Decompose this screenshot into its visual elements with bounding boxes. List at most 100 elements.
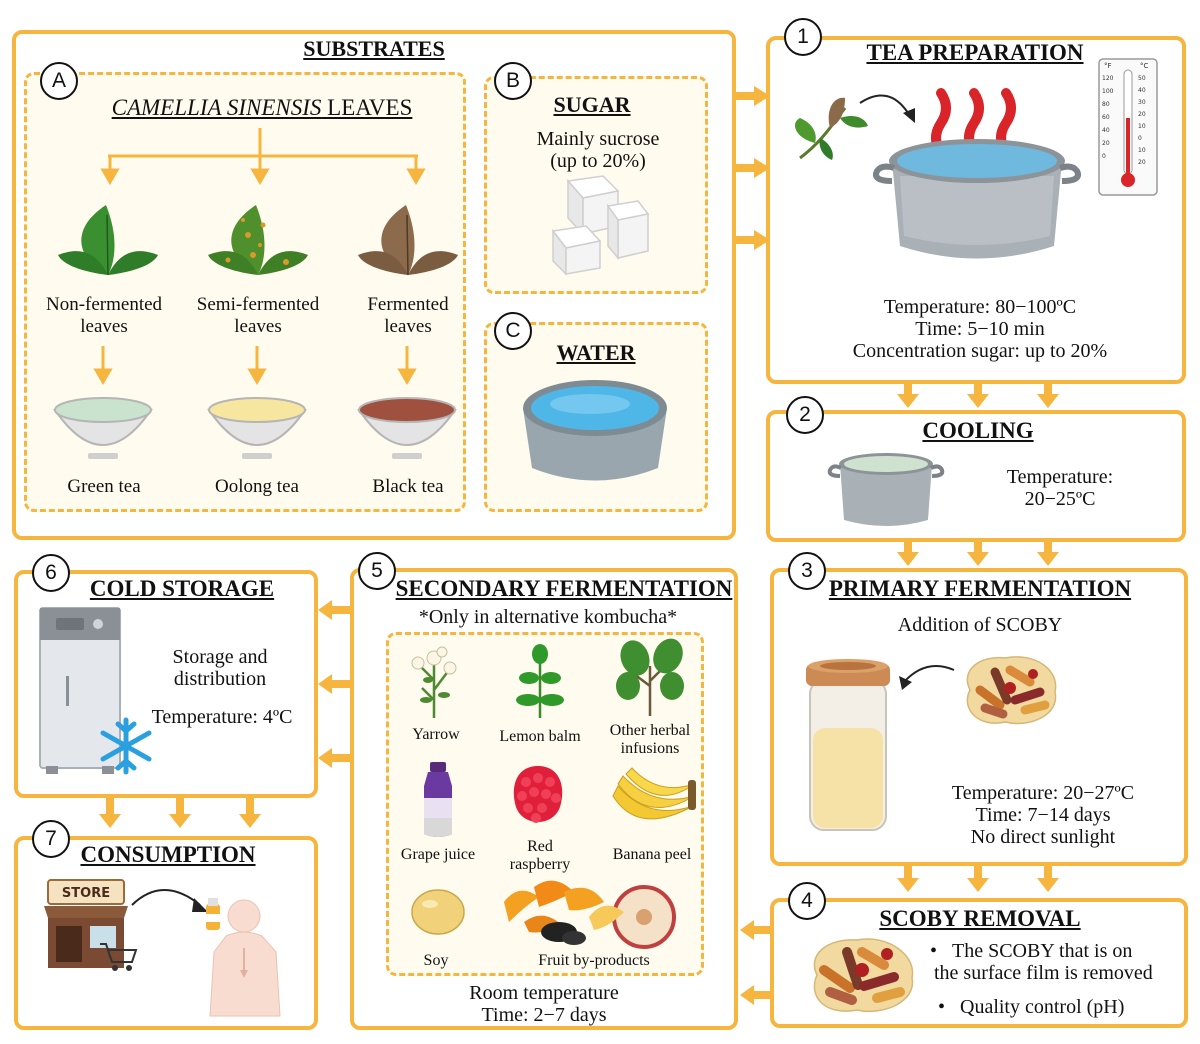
semi-fermented-leaves-icon xyxy=(208,205,308,275)
badge-4: 4 xyxy=(788,882,826,920)
tea-label-green: Green tea xyxy=(67,476,141,497)
storage-to-consumption-arrows xyxy=(99,798,261,828)
thermo-c-tick: 50 xyxy=(1138,75,1146,82)
cooling-info: Temperature:20−25ºC xyxy=(1006,466,1114,510)
camellia-title-rest: LEAVES xyxy=(321,95,413,120)
thermo-c-tick: 10 xyxy=(1138,147,1146,154)
refrigerator-icon xyxy=(39,607,121,774)
store-icon: STORE xyxy=(44,879,138,971)
prep-to-cooling-arrows xyxy=(897,384,1059,408)
item-label-grape-juice: Grape juice xyxy=(400,846,476,863)
thermo-f-tick: 0 xyxy=(1102,153,1106,160)
person-drinking-icon xyxy=(206,898,281,1017)
scoby-arrow-icon xyxy=(899,665,955,690)
thermo-c-tick: 20 xyxy=(1138,111,1146,118)
thermo-f-tick: 120 xyxy=(1102,75,1114,82)
item-label-lemon-balm: Lemon balm xyxy=(499,728,581,745)
grape-juice-icon xyxy=(424,762,452,837)
fruit-by-products-icon xyxy=(504,880,676,949)
scoby-removal-bullet-2: Quality control (pH) xyxy=(938,996,1124,1018)
thermo-f-label: °F xyxy=(1104,62,1112,70)
item-label-fruit-by-products: Fruit by-products xyxy=(538,952,650,969)
tea-label-oolong: Oolong tea xyxy=(215,476,299,497)
tea-preparation-title: TEA PREPARATION xyxy=(866,40,1084,65)
badge-6: 6 xyxy=(32,554,70,592)
removal-to-secondary-arrows xyxy=(740,920,774,1005)
cooling-pot-icon xyxy=(827,453,945,526)
scoby-removal-bullet-1: The SCOBY that is on the surface film is… xyxy=(930,940,1153,984)
water-basin-icon xyxy=(523,380,667,481)
cold-storage-temp: Temperature: 4ºC xyxy=(151,706,293,728)
item-label-soy: Soy xyxy=(423,952,449,969)
green-tea-bowl-icon xyxy=(53,397,153,459)
badge-3: 3 xyxy=(788,552,826,590)
thermo-f-tick: 20 xyxy=(1102,140,1110,147)
red-raspberry-icon xyxy=(513,766,563,823)
thermo-f-tick: 60 xyxy=(1102,114,1110,121)
thermo-c-tick: 20 xyxy=(1138,159,1146,166)
water-title: WATER xyxy=(556,340,636,365)
cold-storage-title: COLD STORAGE xyxy=(89,576,275,601)
tea-leaf-sprig-icon xyxy=(795,97,868,160)
yarrow-icon xyxy=(411,646,457,718)
cooling-title: COOLING xyxy=(922,418,1034,443)
curved-arrow-to-person-icon xyxy=(131,889,208,912)
thermo-c-tick: 0 xyxy=(1138,135,1142,142)
tea-label-black: Black tea xyxy=(372,476,444,497)
substrates-title: SUBSTRATES xyxy=(303,36,445,61)
item-label-yarrow: Yarrow xyxy=(412,726,460,743)
thermo-c-label: °C xyxy=(1140,62,1149,70)
primary-fermentation-title: PRIMARY FERMENTATION xyxy=(828,576,1132,601)
cooling-to-primary-arrows xyxy=(897,542,1059,566)
item-label-banana-peel: Banana peel xyxy=(612,846,692,863)
thermo-f-tick: 40 xyxy=(1102,127,1110,134)
camellia-title: CAMELLIA SINENSIS LEAVES xyxy=(112,95,413,121)
oolong-tea-bowl-icon xyxy=(207,397,307,459)
badge-2: 2 xyxy=(786,396,824,434)
fermented-leaves-icon xyxy=(358,205,458,276)
thermo-c-tick: 30 xyxy=(1138,99,1146,106)
branch-arrows xyxy=(100,128,426,185)
bullet-1-line2: the surface film is removed xyxy=(934,962,1153,984)
sugar-desc: Mainly sucrose(up to 20%) xyxy=(536,128,660,172)
sugar-title: SUGAR xyxy=(553,92,631,117)
scoby-removal-icon xyxy=(813,938,914,1013)
curved-arrow-to-pot-icon xyxy=(859,94,915,123)
cooking-pot-icon xyxy=(873,139,1081,259)
lemon-balm-icon xyxy=(516,644,564,718)
thermo-c-tick: 40 xyxy=(1138,87,1146,94)
secondary-fermentation-subtitle: *Only in alternative kombucha* xyxy=(418,606,678,628)
other-herbal-infusions-icon xyxy=(616,638,684,716)
primary-to-removal-arrows xyxy=(897,866,1059,892)
consumption-title: CONSUMPTION xyxy=(80,842,256,867)
scoby-icon xyxy=(966,656,1057,725)
substrates-to-prep-arrows xyxy=(736,86,770,250)
thermo-f-tick: 100 xyxy=(1102,88,1114,95)
scoby-removal-title: SCOBY REMOVAL xyxy=(879,906,1081,931)
secondary-fermentation-title: SECONDARY FERMENTATION xyxy=(395,576,733,601)
badge-5: 5 xyxy=(358,552,396,590)
thermo-c-tick: 10 xyxy=(1138,123,1146,130)
badge-1: 1 xyxy=(784,18,822,56)
snowflake-icon xyxy=(100,717,152,775)
fermentation-jar-icon xyxy=(806,659,890,831)
soy-icon xyxy=(411,889,465,935)
banana-peel-icon xyxy=(612,767,696,820)
badge-a: A xyxy=(40,62,78,100)
badge-b: B xyxy=(494,62,532,100)
secondary-to-storage-arrows xyxy=(318,600,352,768)
black-tea-bowl-icon xyxy=(357,397,457,459)
camellia-title-italic: CAMELLIA SINENSIS xyxy=(111,95,322,120)
primary-fermentation-subtitle: Addition of SCOBY xyxy=(897,614,1063,636)
bullet-1-line1: The SCOBY that is on xyxy=(930,940,1132,962)
badge-c: C xyxy=(494,312,532,350)
